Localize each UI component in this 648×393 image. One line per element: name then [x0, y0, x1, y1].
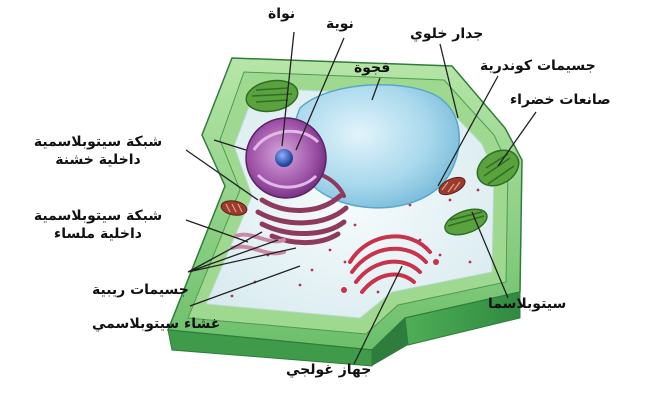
label-mitochondria: جسيمات كوندرية	[480, 58, 596, 76]
label-smooth-er: شبكة سيتوبلاسمية داخلية ملساء	[18, 208, 178, 243]
label-golgi: جهاز غولجي	[286, 362, 371, 380]
label-rough-er: شبكة سيتوبلاسمية داخلية خشنة	[18, 134, 178, 169]
nucleolus-shape	[275, 149, 293, 167]
label-nucleus: نواة	[268, 6, 295, 24]
label-rough-er-line2: داخلية خشنة	[18, 152, 178, 170]
label-cytoplasm: سيتوبلاسما	[488, 296, 566, 314]
nucleus-shape	[246, 118, 326, 198]
label-cell-membrane: غشاء سيتوبلاسمي	[92, 316, 220, 334]
label-smooth-er-line1: شبكة سيتوبلاسمية	[18, 208, 178, 226]
label-ribosomes: جسيمات ريبية	[92, 282, 189, 300]
label-rough-er-line1: شبكة سيتوبلاسمية	[18, 134, 178, 152]
label-smooth-er-line2: داخلية ملساء	[18, 226, 178, 244]
label-chloroplasts: صانعات خضراء	[510, 92, 611, 110]
label-cell-wall: جدار خلوي	[410, 26, 483, 44]
label-vacuole: فجوة	[354, 60, 390, 78]
label-nucleolus: نوية	[326, 16, 354, 34]
